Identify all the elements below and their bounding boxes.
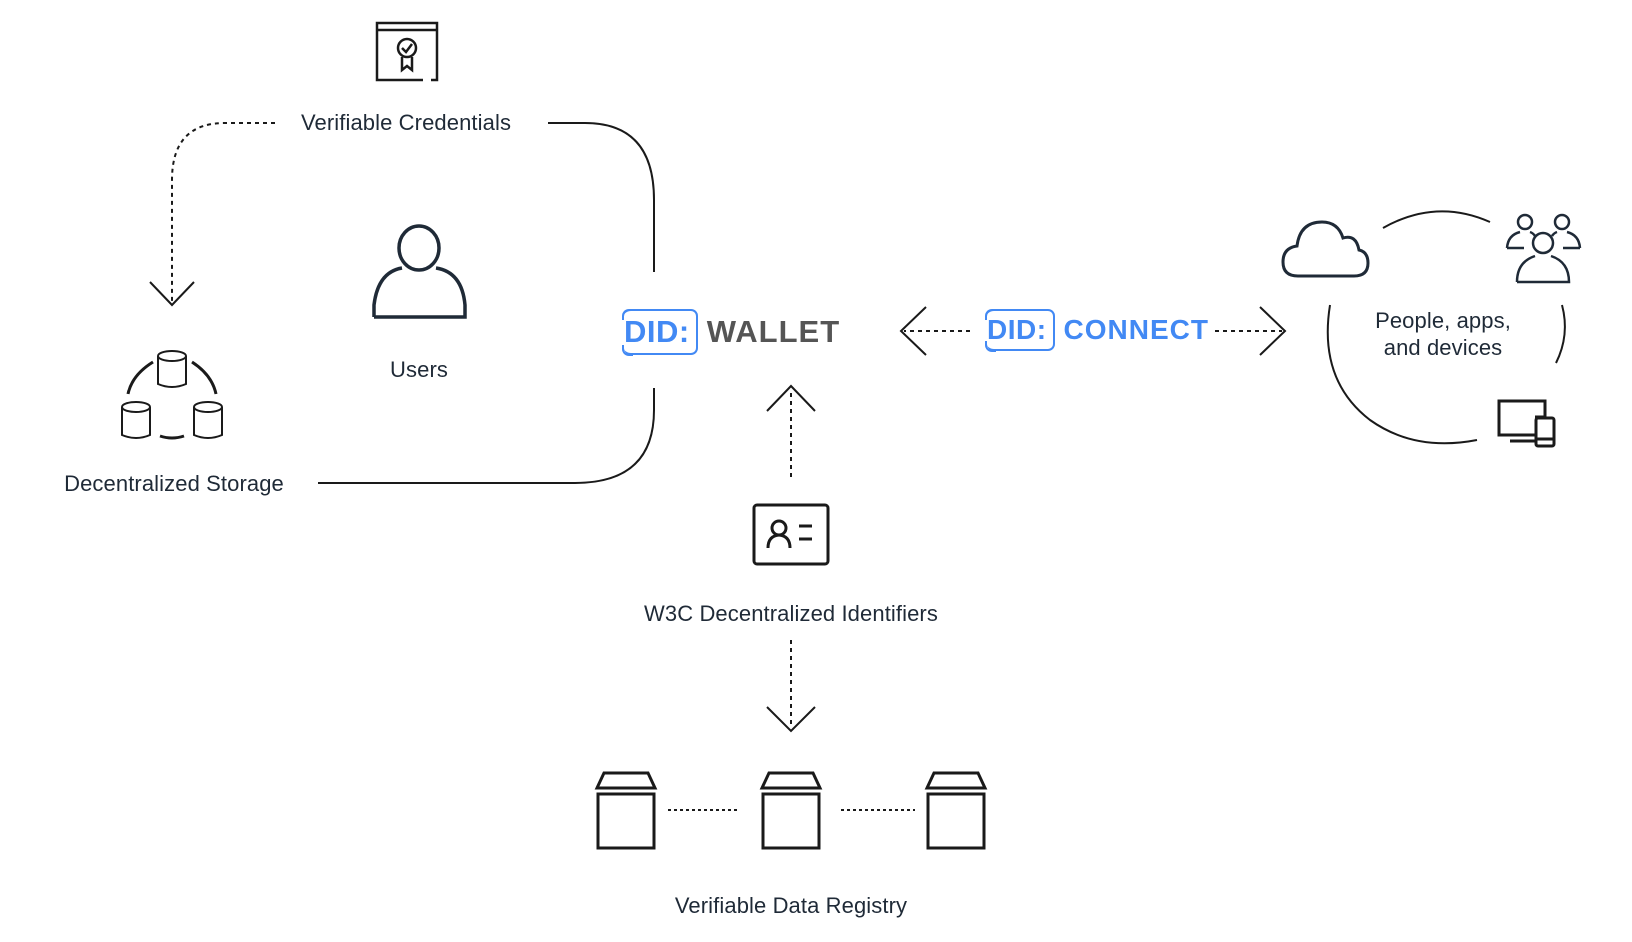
arrowhead-right [1259, 306, 1287, 356]
arrowhead-registry [766, 706, 816, 733]
circle-arc-right [1555, 304, 1566, 364]
circle-arc-top [1382, 210, 1491, 229]
registry-box-1 [594, 771, 658, 850]
arrowhead-storage [149, 281, 195, 307]
cloud-icon [1281, 220, 1370, 278]
certificate-icon [375, 21, 439, 82]
database-left [121, 401, 151, 439]
people-apps-devices-label: People, apps, and devices [1375, 308, 1511, 360]
users-label: Users [390, 357, 448, 382]
did-connect-prefix: DID: [985, 308, 1055, 352]
id-card-icon [752, 503, 830, 566]
edge-credentials-to-storage [171, 122, 275, 302]
did-connect-word: CONNECT [1063, 314, 1209, 345]
did-connect-logo: DID: CONNECT [985, 308, 1209, 352]
circle-arc-left-bottom [1326, 304, 1478, 445]
verifiable-credentials-label: Verifiable Credentials [300, 110, 512, 135]
edge-storage-to-wallet [318, 388, 655, 484]
database-right [193, 401, 223, 439]
decentralized-storage-label: Decentralized Storage [64, 471, 284, 496]
user-icon [372, 224, 467, 319]
edge-credentials-to-wallet [548, 122, 655, 272]
did-wallet-logo: DID: WALLET [622, 308, 841, 356]
verifiable-data-registry-label: Verifiable Data Registry [674, 893, 908, 918]
arrowhead-left [899, 306, 927, 356]
w3c-identifiers-label: W3C Decentralized Identifiers [644, 601, 938, 626]
devices-icon [1497, 399, 1556, 448]
did-wallet-word: WALLET [706, 314, 841, 349]
registry-box-icon [594, 771, 988, 850]
database-cluster-icon [121, 350, 223, 440]
arrowhead-wallet [766, 384, 816, 412]
database-top [157, 350, 187, 388]
did-wallet-prefix: DID: [622, 308, 698, 356]
registry-box-2 [759, 771, 823, 850]
people-group-icon [1505, 213, 1582, 284]
registry-box-3 [924, 771, 988, 850]
